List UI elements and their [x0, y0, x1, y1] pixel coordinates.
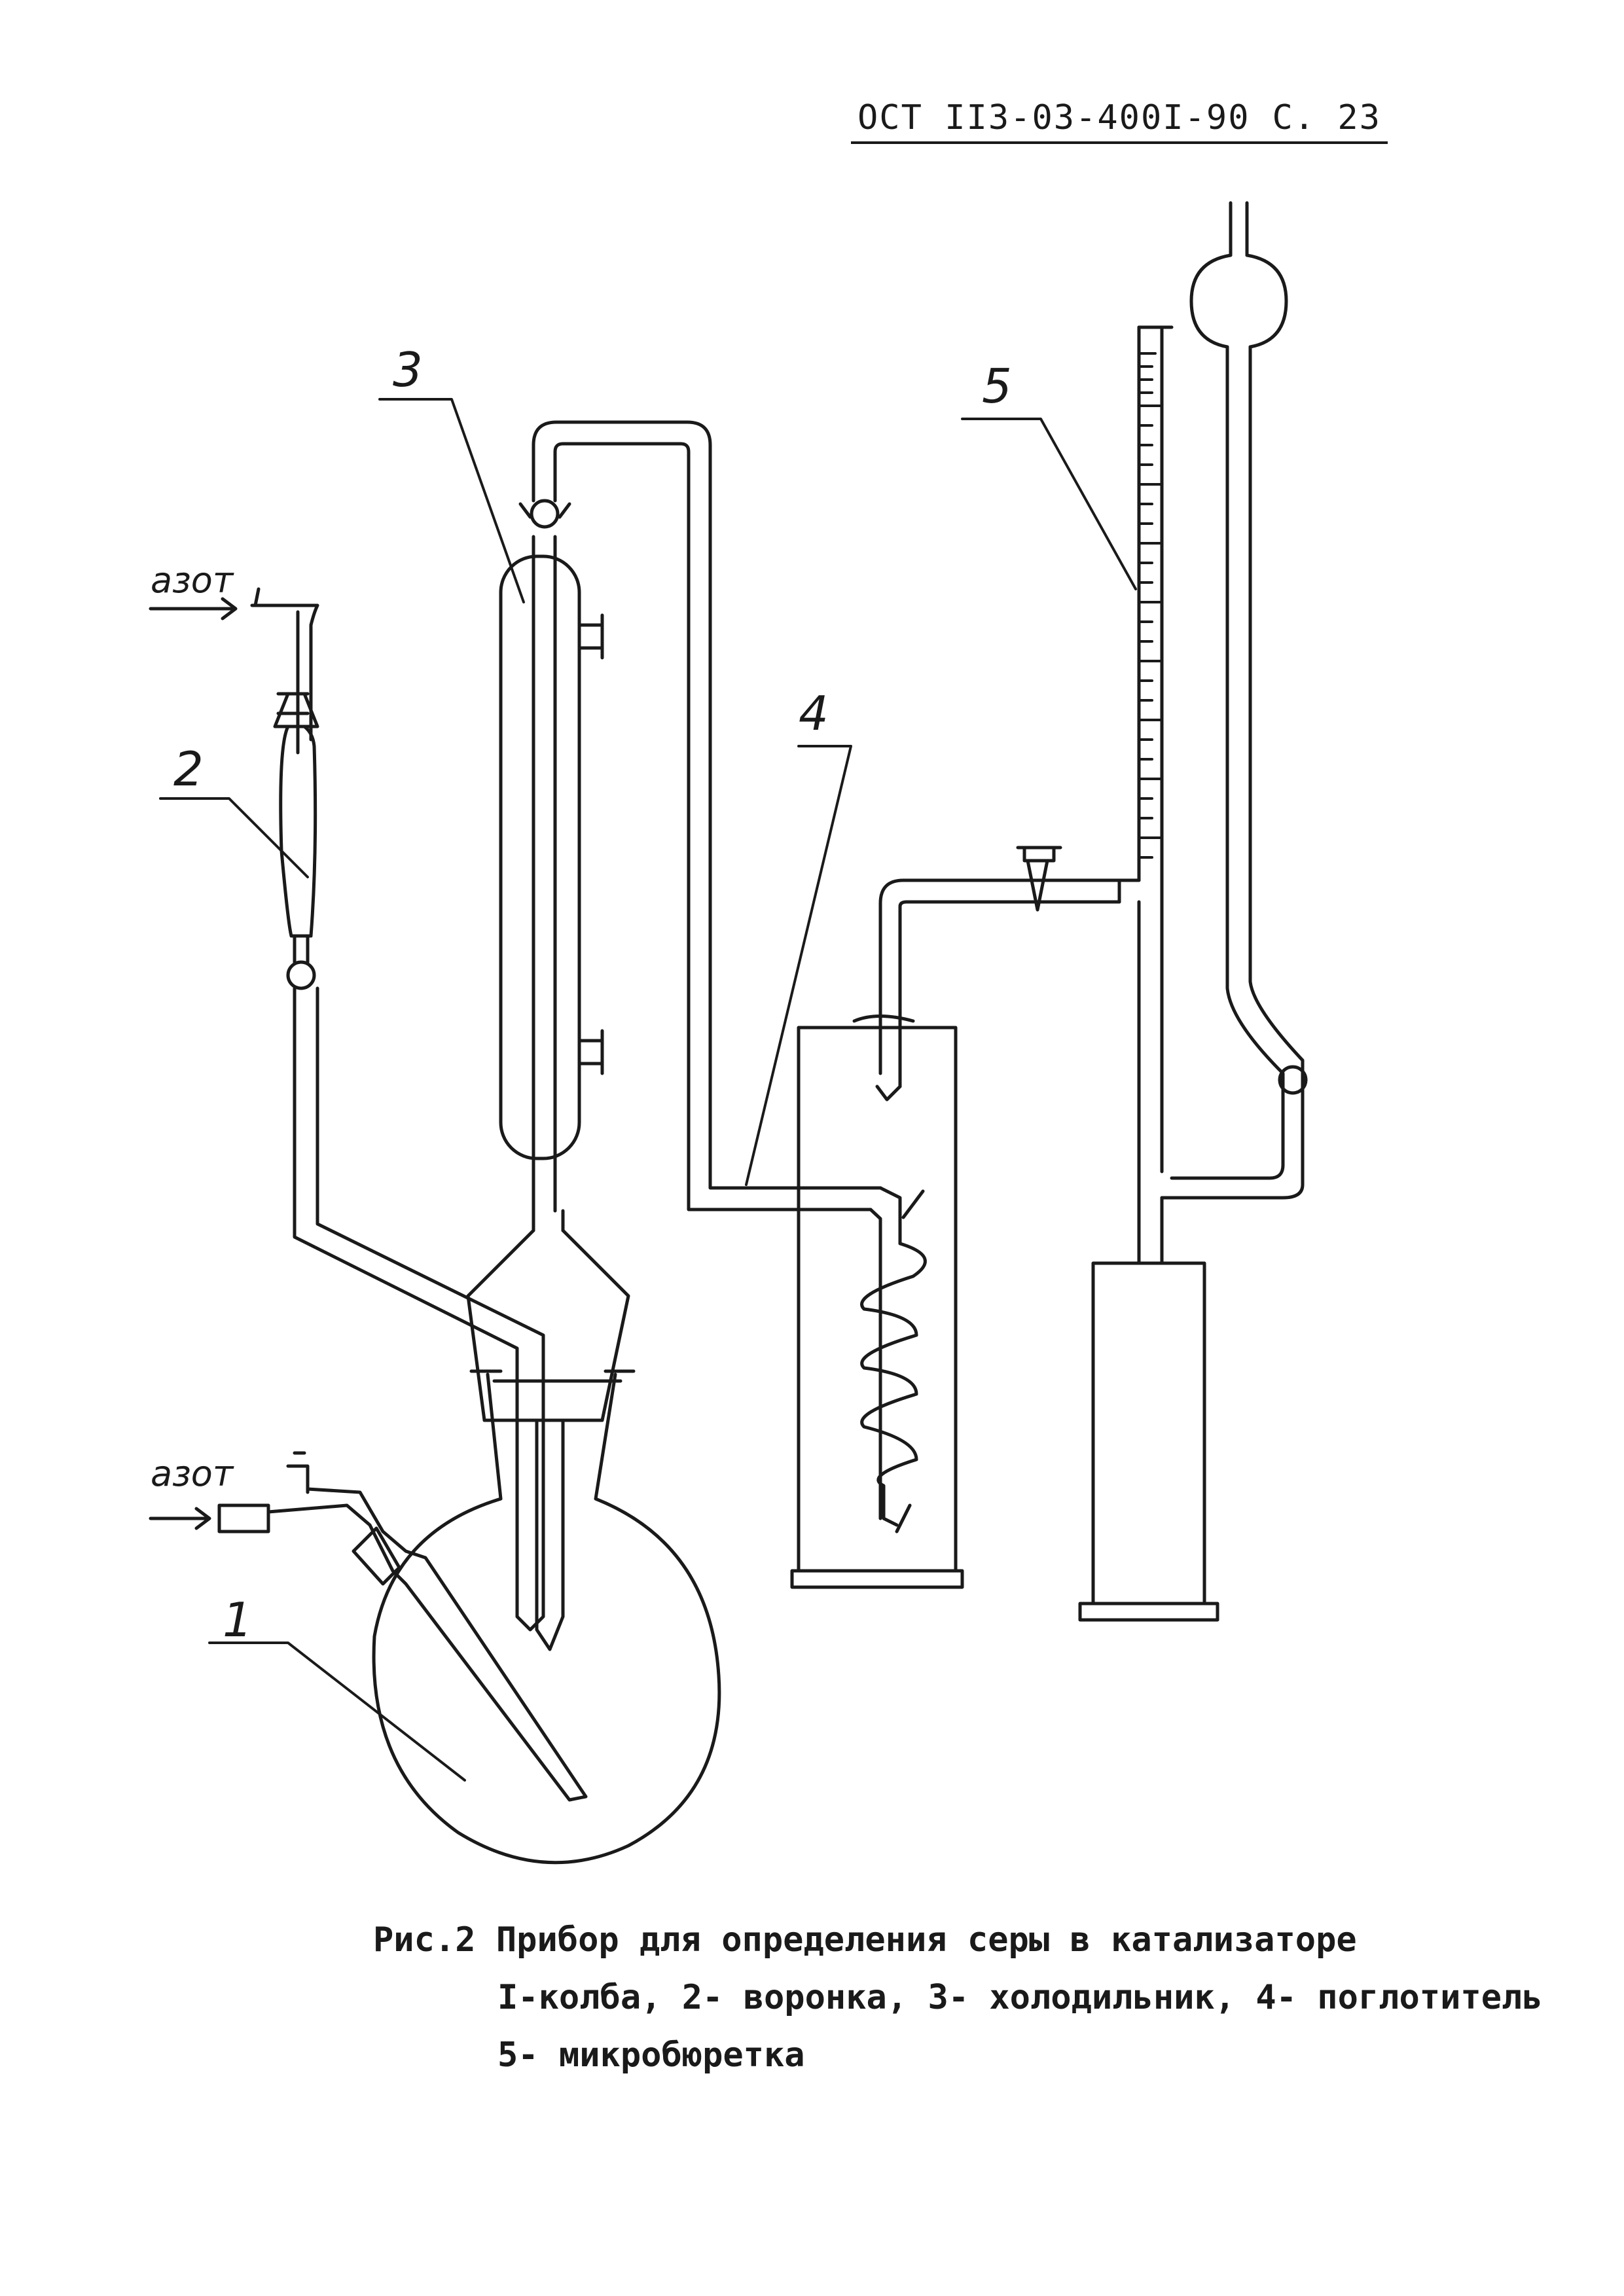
flask-gas-arrow: [149, 1507, 211, 1530]
label-condenser: 3: [393, 342, 423, 397]
document-code: ОСТ II3-03-400I-90: [857, 98, 1250, 137]
condenser-leader: [378, 398, 525, 603]
gas-label-bottom: азот: [151, 1453, 234, 1494]
burette-leader: [961, 418, 1137, 590]
header-rule: [851, 141, 1388, 144]
label-absorber: 4: [799, 686, 829, 741]
condenser-adapter: [466, 1209, 630, 1422]
label-microburette: 5: [982, 359, 1012, 414]
condenser: [499, 499, 604, 1213]
flask: [372, 1369, 721, 1865]
label-flask: 1: [223, 1592, 253, 1647]
label-funnel: 2: [173, 742, 204, 797]
flask-gas-inlet: [217, 1451, 588, 1802]
funnel-leader: [159, 797, 309, 878]
burette-transfer-tube: [875, 846, 1141, 1102]
adapter-tube: [535, 1418, 565, 1651]
caption-title: Рис.2 Прибор для определения серы в ката…: [373, 1920, 1357, 1960]
absorber-leader: [745, 745, 852, 1186]
dropping-funnel: [250, 587, 545, 1632]
gas-label-top: азот: [151, 560, 234, 601]
funnel-gas-arrow: [149, 597, 238, 620]
microburette: [1078, 201, 1308, 1622]
document-header: ОСТ II3-03-400I-90 С. 23: [851, 92, 1388, 144]
caption-legend-1: I-колба, 2- воронка, 3- холодильник, 4- …: [497, 1978, 1543, 2017]
absorber: [790, 1014, 964, 1589]
callouts: [159, 398, 1137, 1782]
flask-leader: [208, 1641, 466, 1782]
page-number: С. 23: [1272, 98, 1381, 137]
caption-legend-2: 5- микробюретка: [497, 2036, 805, 2075]
figure-caption: Рис.2 Прибор для определения серы в ката…: [373, 1911, 1584, 2084]
transfer-tube: [532, 420, 882, 1211]
